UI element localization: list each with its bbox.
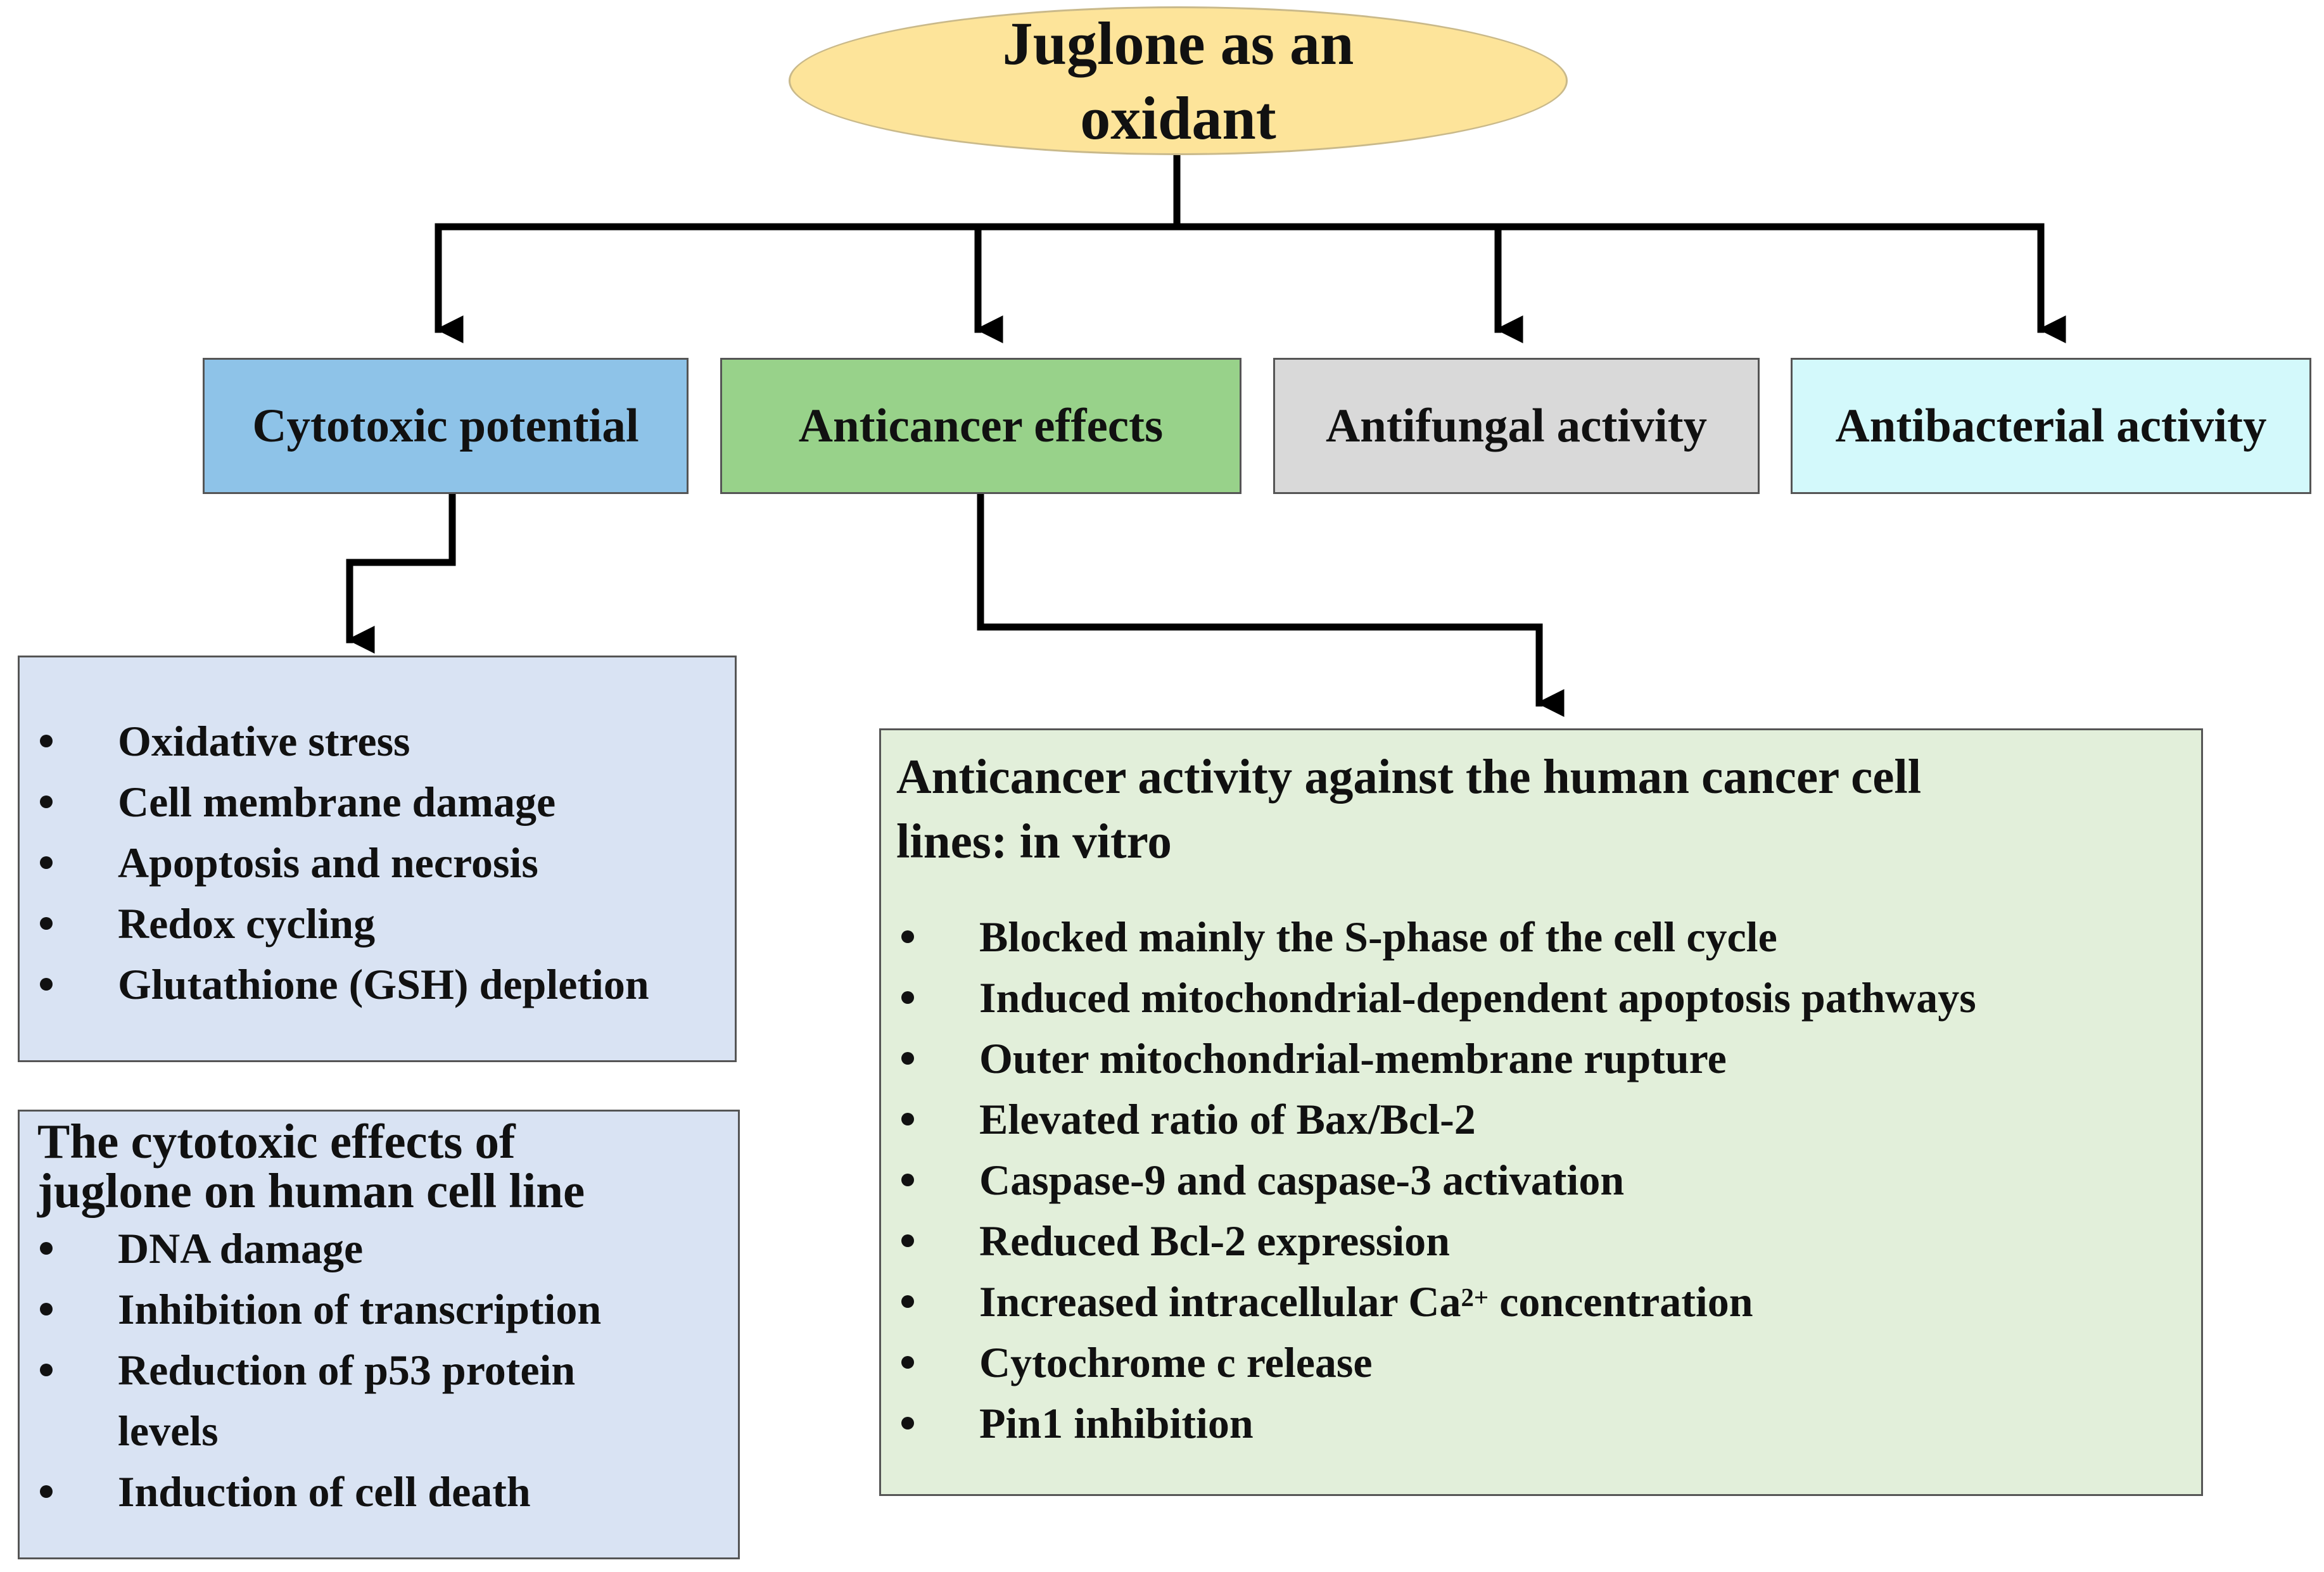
category-label: Cytotoxic potential (252, 399, 639, 452)
bullet-icon (901, 1234, 914, 1247)
list-item: Outer mitochondrial-membrane rupture (881, 1028, 2201, 1089)
bullet-icon (40, 856, 53, 869)
root-title-line1: Juglone as an (1002, 9, 1354, 77)
human-cell-line-list: DNA damage Inhibition of transcription R… (20, 1218, 738, 1522)
list-item: Pin1 inhibition (881, 1393, 2201, 1454)
bullet-icon (901, 1295, 914, 1308)
list-item: Glutathione (GSH) depletion (20, 954, 735, 1015)
cytotoxic-effects-box: Oxidative stress Cell membrane damage Ap… (18, 656, 737, 1062)
list-item: Cell membrane damage (20, 771, 735, 832)
category-cytotoxic-potential: Cytotoxic potential (203, 358, 689, 494)
bullet-icon (40, 796, 53, 808)
anticancer-in-vitro-list: Blocked mainly the S-phase of the cell c… (881, 906, 2201, 1454)
list-item: Reduced Bcl-2 expression (881, 1210, 2201, 1271)
list-item: Induction of cell death (20, 1461, 738, 1522)
arrow-to-cytotoxic-box (346, 490, 456, 654)
bullet-icon (901, 1174, 914, 1186)
anticancer-in-vitro-box: Anticancer activity against the human ca… (879, 728, 2203, 1496)
root-node-juglone: Juglone as an oxidant (789, 6, 1568, 155)
human-cell-line-title: The cytotoxic effects of juglone on huma… (37, 1114, 585, 1218)
category-label: Antibacterial activity (1835, 399, 2267, 452)
list-item: Apoptosis and necrosis (20, 832, 735, 893)
category-antifungal-activity: Antifungal activity (1273, 358, 1760, 494)
root-title-line2: oxidant (1080, 84, 1276, 152)
category-antibacterial-activity: Antibacterial activity (1791, 358, 2311, 494)
anticancer-in-vitro-title: Anticancer activity against the human ca… (896, 749, 1922, 868)
arrow-to-anticancer-box (977, 490, 1565, 717)
bullet-icon (40, 1485, 53, 1498)
category-label: Antifungal activity (1325, 399, 1708, 452)
list-item: Inhibition of transcription (20, 1279, 738, 1340)
human-cell-line-box: The cytotoxic effects of juglone on huma… (18, 1110, 740, 1559)
list-item: Redox cycling (20, 893, 735, 954)
list-item: Cytochrome c release (881, 1332, 2201, 1393)
list-item: Caspase-9 and caspase-3 activation (881, 1150, 2201, 1210)
list-item: Increased intracellular Ca2+ concentrati… (881, 1271, 2201, 1332)
list-item: Induced mitochondrial-dependent apoptosi… (881, 967, 2201, 1028)
bullet-icon (901, 991, 914, 1004)
bullet-icon (901, 1113, 914, 1125)
bullet-icon (40, 735, 53, 747)
category-label: Anticancer effects (798, 399, 1164, 452)
list-item: Blocked mainly the S-phase of the cell c… (881, 906, 2201, 967)
bullet-icon (40, 1242, 53, 1255)
list-item: Oxidative stress (20, 711, 735, 771)
list-item: Elevated ratio of Bax/Bcl-2 (881, 1089, 2201, 1150)
bullet-icon (40, 978, 53, 991)
bullet-icon (901, 1052, 914, 1065)
list-item: DNA damage (20, 1218, 738, 1279)
bullet-icon (40, 1303, 53, 1315)
bullet-icon (901, 1417, 914, 1429)
cytotoxic-effects-list: Oxidative stress Cell membrane damage Ap… (20, 711, 735, 1015)
bullet-icon (901, 930, 914, 943)
bullet-icon (40, 1364, 53, 1376)
bullet-icon (40, 917, 53, 930)
bullet-icon (901, 1356, 914, 1369)
category-anticancer-effects: Anticancer effects (720, 358, 1241, 494)
